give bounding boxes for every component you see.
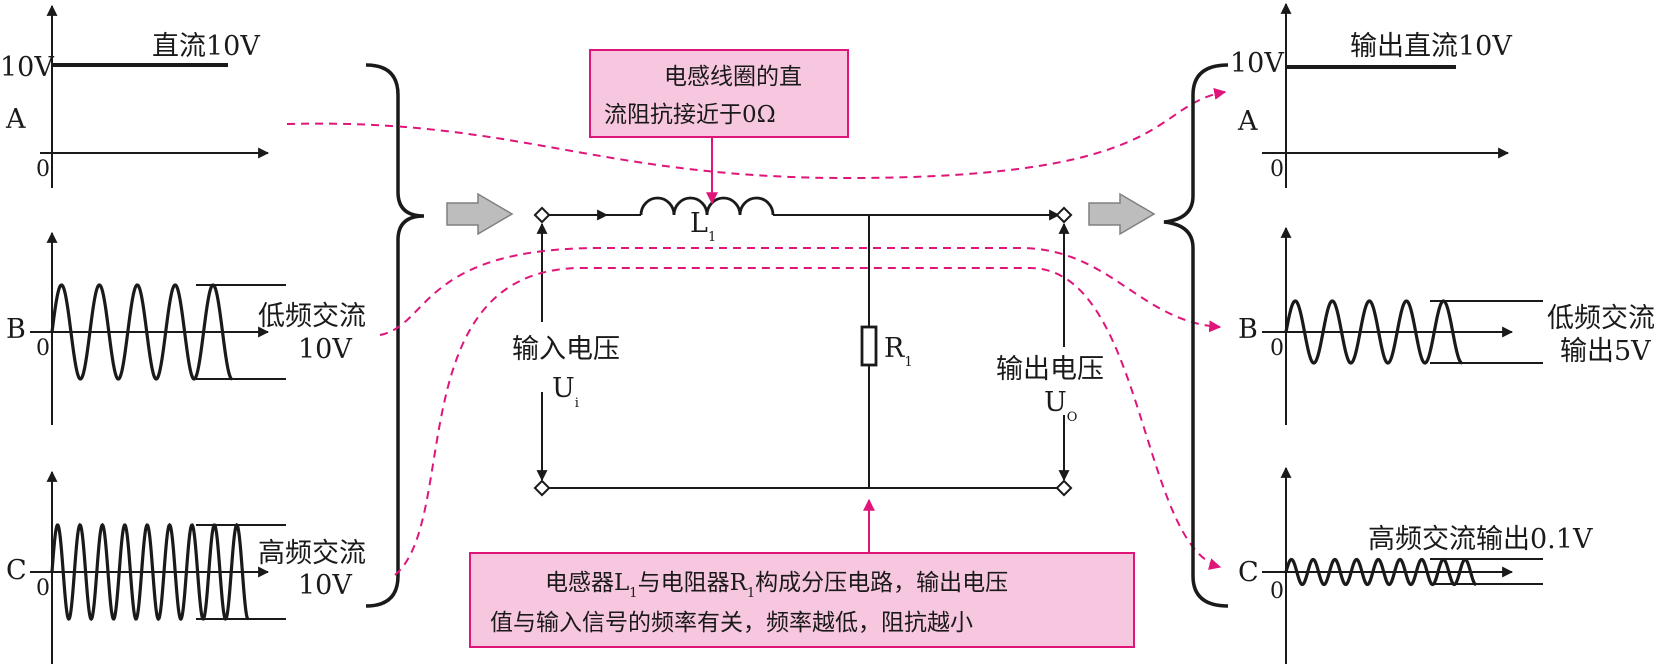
output-voltage-label: 输出电压 bbox=[996, 354, 1104, 385]
terminal-in-bottom bbox=[533, 479, 551, 497]
input-letter-b: B bbox=[6, 314, 26, 345]
output-brace bbox=[1163, 63, 1229, 608]
output-block-arrow bbox=[1088, 192, 1156, 236]
out-graph-b-origin: 0 bbox=[1270, 336, 1284, 361]
terminal-in-top bbox=[533, 206, 551, 224]
high-output-label: 高频交流输出0.1V bbox=[1368, 524, 1593, 555]
terminal-out-bottom bbox=[1055, 479, 1073, 497]
ui-label: Ui bbox=[552, 373, 579, 411]
inductor-l1 bbox=[639, 196, 775, 216]
input-graph-a bbox=[40, 4, 270, 188]
out-graph-c-origin: 0 bbox=[1270, 579, 1284, 604]
output-letter-c: C bbox=[1238, 557, 1259, 588]
high-input-label-2: 10V bbox=[298, 570, 352, 601]
bottom-note: 电感器L1与电阻器R1构成分压电路，输出电压 值与输入信号的频率有关，频率越低，… bbox=[469, 552, 1135, 648]
bottom-note-line-1: 电感器L1与电阻器R1构成分压电路，输出电压 bbox=[545, 570, 1008, 601]
low-input-label-1: 低频交流 bbox=[258, 301, 366, 332]
signal-path-a bbox=[286, 87, 1227, 180]
graph-b-origin: 0 bbox=[36, 336, 50, 361]
input-dc-value: 10V bbox=[0, 52, 54, 83]
circuit-terminals bbox=[533, 206, 1073, 497]
graph-a-origin: 0 bbox=[36, 157, 50, 182]
output-letter-b: B bbox=[1238, 314, 1258, 345]
out-graph-a-origin: 0 bbox=[1270, 157, 1284, 182]
bottom-note-line-2: 值与输入信号的频率有关，频率越低，阻抗越小 bbox=[490, 610, 973, 636]
input-letter-c: C bbox=[6, 555, 27, 586]
input-dc-label: 直流10V bbox=[152, 31, 260, 62]
low-output-label-1: 低频交流 bbox=[1547, 303, 1655, 334]
input-graph-c bbox=[30, 470, 286, 664]
resistor-label: R1 bbox=[884, 333, 913, 370]
signal-path-b bbox=[379, 247, 1222, 336]
graph-c-origin: 0 bbox=[36, 576, 50, 601]
output-graph-a bbox=[1262, 2, 1510, 188]
top-note: 电感线圈的直 流阻抗接近于0Ω bbox=[589, 49, 849, 138]
terminal-out-top bbox=[1055, 206, 1073, 224]
output-dc-value: 10V bbox=[1230, 48, 1284, 79]
input-brace bbox=[365, 63, 425, 608]
top-note-line-2: 流阻抗接近于0Ω bbox=[604, 102, 776, 128]
high-input-label-1: 高频交流 bbox=[258, 538, 366, 569]
input-letter-a: A bbox=[5, 104, 26, 135]
high-freq-input-wave bbox=[50, 522, 250, 622]
top-note-line-1: 电感线圈的直 bbox=[664, 64, 802, 90]
output-graph-b bbox=[1262, 226, 1543, 425]
inductor-label: L1 bbox=[690, 208, 716, 245]
signal-path-c bbox=[394, 267, 1222, 576]
bottom-note-box bbox=[469, 552, 1135, 648]
uo-label: UO bbox=[1044, 387, 1077, 425]
output-dc-label: 输出直流10V bbox=[1350, 31, 1512, 62]
output-letter-a: A bbox=[1237, 106, 1258, 137]
low-freq-input-wave bbox=[50, 283, 233, 381]
low-freq-output-wave bbox=[1284, 299, 1463, 365]
input-block-arrow bbox=[446, 192, 514, 236]
signal-paths bbox=[286, 87, 1227, 576]
low-output-label-2: 输出5V bbox=[1560, 336, 1651, 367]
output-graph-c bbox=[1262, 466, 1543, 664]
top-note-box bbox=[589, 49, 849, 138]
input-voltage-label: 输入电压 bbox=[512, 334, 620, 365]
input-graph-b bbox=[30, 231, 286, 425]
low-input-label-2: 10V bbox=[298, 334, 352, 365]
resistor-r1 bbox=[860, 325, 878, 367]
